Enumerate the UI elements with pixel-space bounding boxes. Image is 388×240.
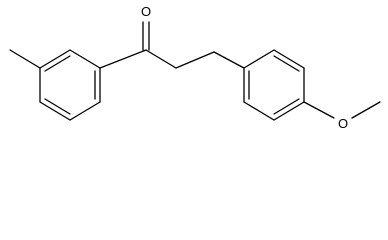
ring1-double-1	[44, 55, 71, 72]
ring2-bond-4	[273, 101, 305, 121]
ring1-bond-2	[39, 49, 71, 69]
ring2-bond-1	[243, 49, 275, 69]
methyl-bond	[9, 49, 41, 69]
ether-oxygen-label: O	[338, 116, 348, 131]
ring2-bond-2	[273, 49, 305, 69]
aryl-carbonyl-bond	[99, 49, 147, 69]
molecule-drawing: O O	[9, 4, 381, 131]
ring2-double-2	[273, 98, 300, 115]
ring2-double-1	[273, 55, 300, 72]
ether-bond-1	[303, 101, 335, 119]
ring1-bond-5	[69, 101, 101, 121]
ring1-double-2	[44, 98, 71, 115]
ring1-bond-4	[39, 101, 71, 121]
carbonyl-oxygen-label: O	[141, 4, 151, 19]
chain-bond-1	[145, 49, 177, 69]
chain-bond-2	[175, 51, 215, 69]
structure-canvas: O O	[9, 4, 381, 131]
chain-bond-3	[213, 51, 245, 69]
ring2-bond-5	[243, 101, 275, 121]
ring1-bond-1	[69, 49, 101, 69]
ether-bond-2	[351, 101, 381, 119]
